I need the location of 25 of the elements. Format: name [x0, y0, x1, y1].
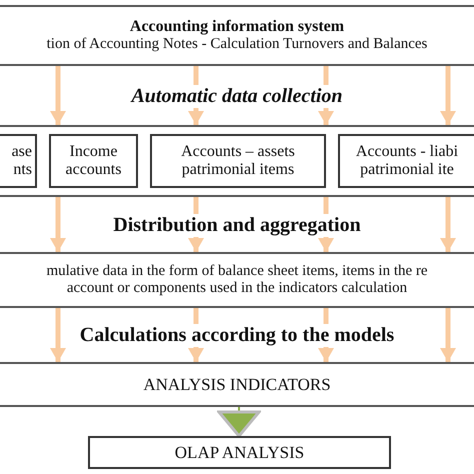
arrow	[188, 347, 204, 362]
arrow	[318, 237, 334, 252]
arrow	[50, 66, 66, 125]
process-box	[338, 134, 474, 188]
process-box	[88, 436, 391, 469]
step-text: tion of Accounting Notes - Calculation Turnovers and Balances	[46, 36, 428, 54]
arrow	[318, 347, 334, 362]
arrow	[50, 197, 66, 252]
arrow	[188, 108, 204, 125]
triangle-arrow	[218, 407, 260, 438]
arrow	[440, 66, 456, 125]
arrow	[440, 308, 456, 362]
arrow	[188, 237, 204, 252]
process-band	[0, 252, 474, 308]
arrow	[318, 108, 334, 125]
process-band	[0, 5, 474, 66]
process-box	[0, 134, 37, 188]
process-box	[49, 134, 138, 188]
step-title: Accounting information system	[130, 18, 344, 36]
process-box	[150, 134, 326, 188]
step-title: Calculations according to the models	[80, 324, 394, 347]
process-band	[0, 125, 474, 197]
arrow	[50, 308, 66, 362]
process-band	[0, 362, 474, 407]
arrow	[440, 197, 456, 252]
